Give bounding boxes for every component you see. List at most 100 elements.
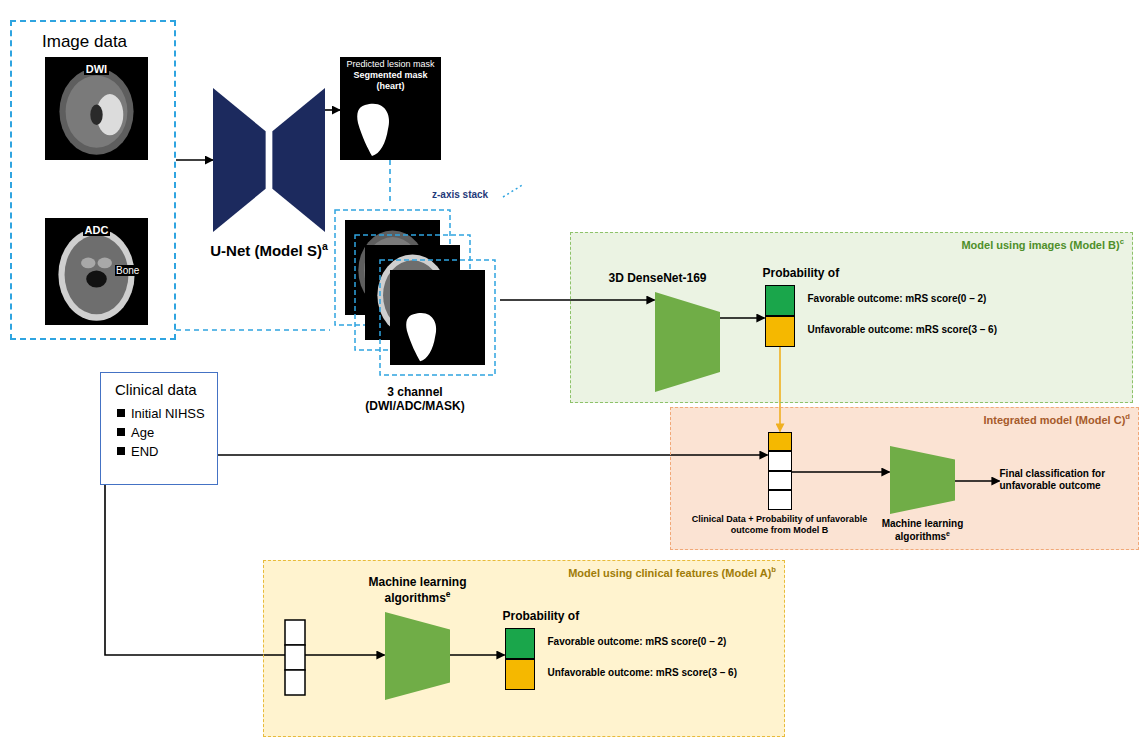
shape-canvas	[890, 446, 955, 514]
region-fill	[570, 232, 1133, 403]
footnote-mark: e	[946, 530, 950, 537]
stack-depth-line	[503, 184, 524, 197]
output-heading: Probability of	[503, 609, 580, 623]
image-label: Segmented mask (heart)	[342, 70, 439, 92]
caption: Image data	[42, 32, 127, 52]
region-fill	[10, 20, 176, 340]
favorable-cell	[505, 628, 535, 659]
image-label: Predicted lesion mask	[342, 59, 439, 70]
clinical-box: Clinical dataInitial NIHSSAgeEND	[100, 372, 218, 485]
mri-image: ADC Bone	[45, 218, 148, 325]
model-region: Model using images (Model B)c 3D DenseNet…	[570, 232, 1133, 403]
mask-image: Predicted lesion maskSegmented mask (hea…	[340, 57, 441, 160]
class-label: Favorable outcome: mRS score(0 – 2)	[548, 636, 727, 647]
model-name: 3D DenseNet-169	[608, 271, 706, 285]
shape-canvas	[385, 612, 450, 700]
model-shape	[890, 446, 955, 514]
mri-image: DWI	[45, 57, 148, 160]
class-label: Unfavorable outcome: mRS score(3 – 6)	[548, 667, 738, 678]
brain-shape	[59, 68, 133, 155]
brain-detail	[98, 258, 112, 269]
connector	[450, 654, 505, 656]
unfavorable-cell	[505, 659, 535, 690]
vector-caption: Clinical Data + Probability of unfavorab…	[692, 514, 867, 535]
connector	[176, 159, 213, 161]
shape-canvas	[330, 205, 500, 380]
feature-vector: Clinical Data + Probability of unfavorab…	[768, 432, 792, 510]
feature-cell	[285, 645, 305, 670]
caption: Integrated model (Model C)d	[984, 412, 1130, 426]
ml-block: Machine learning algorithmse	[385, 612, 450, 700]
model-name: Machine learning algorithms	[368, 575, 466, 605]
bullet-item: Age	[115, 423, 205, 442]
caption: Bone	[115, 260, 140, 278]
footnote-mark: e	[446, 589, 451, 599]
caption: Favorable outcome: mRS score(0 – 2)	[548, 636, 727, 647]
caption: Model using clinical features (Model A)b	[568, 565, 776, 579]
caption: U-Net (Model S)a	[204, 240, 334, 260]
encoder-shape	[213, 88, 266, 232]
region-title: Model using images (Model B)	[961, 239, 1119, 251]
connector	[955, 480, 1000, 482]
feature-cell	[285, 620, 305, 645]
class-label: Favorable outcome: mRS score(0 – 2)	[808, 293, 987, 304]
caption: Machine learning algorithmse	[873, 518, 973, 543]
connector	[500, 299, 655, 301]
model-name: U-Net (Model S)	[210, 242, 322, 259]
image-label: DWI	[84, 63, 109, 75]
stack-caption: 3 channel (DWI/ADC/MASK)	[365, 385, 464, 413]
caption: 3 channel (DWI/ADC/MASK)	[350, 385, 480, 414]
caption: 3D DenseNet-169	[593, 271, 723, 285]
box-heading: Clinical data	[115, 381, 205, 398]
connector	[176, 329, 330, 331]
feature-cell	[768, 490, 792, 510]
feature-cell	[768, 432, 792, 452]
connector	[720, 317, 765, 319]
slice-frame	[380, 260, 495, 375]
output-heading: Probability of	[763, 266, 840, 280]
caption: Predicted lesion maskSegmented mask (hea…	[342, 59, 439, 92]
region-fill	[263, 560, 785, 737]
result-text: Final classification for unfavorable out…	[1000, 468, 1134, 493]
connector	[389, 160, 391, 205]
caption: Probability of	[763, 266, 840, 280]
probability-output: Probability ofFavorable outcome: mRS sco…	[765, 285, 795, 347]
bullet-item: Initial NIHSS	[115, 404, 205, 423]
model-shape	[655, 292, 720, 392]
model-shape	[385, 612, 450, 700]
class-label: Unfavorable outcome: mRS score(3 – 6)	[808, 324, 998, 335]
region-title: Integrated model (Model C)	[984, 414, 1126, 426]
bullet-item: END	[115, 442, 205, 461]
annotation: z-axis stack	[432, 189, 488, 200]
unet-model: U-Net (Model S)a	[213, 88, 325, 232]
feature-cell	[768, 471, 792, 491]
footnote-mark: b	[771, 565, 776, 574]
lesion-mask	[357, 104, 389, 156]
image-stack: 3 channel (DWI/ADC/MASK)	[330, 205, 500, 380]
caption: Model using images (Model B)c	[961, 237, 1124, 251]
caption: Unfavorable outcome: mRS score(3 – 6)	[808, 324, 998, 335]
caption: DWI	[45, 59, 148, 77]
unfavorable-cell	[765, 316, 795, 347]
footnote-mark: c	[1120, 237, 1124, 246]
footnote-mark: d	[1125, 412, 1130, 421]
ml-block: Machine learning algorithmse	[890, 446, 955, 514]
region-title: Image data	[42, 32, 127, 51]
feature-cell	[768, 451, 792, 471]
image-ground	[390, 270, 485, 365]
slice-image	[390, 270, 485, 365]
model-region: Model using clinical features (Model A)b…	[263, 560, 785, 737]
image-ground	[45, 57, 148, 160]
caption: Unfavorable outcome: mRS score(3 – 6)	[548, 667, 738, 678]
lesion-mask	[406, 313, 436, 361]
favorable-cell	[765, 285, 795, 316]
connector	[779, 347, 781, 432]
shape-canvas	[213, 88, 325, 232]
shape-canvas	[655, 292, 720, 392]
decoder-shape	[272, 88, 325, 232]
brain-detail	[81, 258, 95, 269]
image-label: ADC	[83, 224, 111, 236]
connector	[105, 485, 385, 655]
caption: Favorable outcome: mRS score(0 – 2)	[808, 293, 987, 304]
